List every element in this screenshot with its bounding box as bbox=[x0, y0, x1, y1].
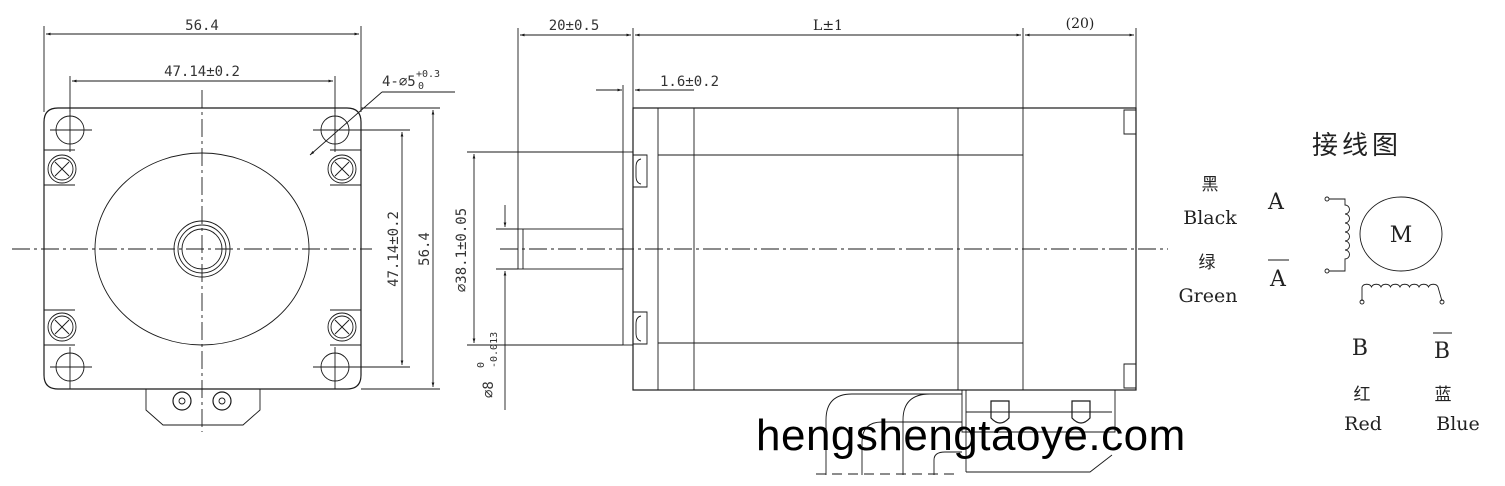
svg-text:-0.013: -0.013 bbox=[489, 332, 500, 368]
dim-rear-length: (20) bbox=[1066, 16, 1095, 32]
phase-a-bar-label: A bbox=[1269, 267, 1287, 292]
phase-a-label: A bbox=[1267, 190, 1285, 215]
dim-overall-width: 56.4 bbox=[185, 18, 219, 34]
wire-label-blue: Blue bbox=[1436, 413, 1480, 435]
wire-label-black-cn: 黑 bbox=[1202, 175, 1219, 195]
dim-shaft-diameter: ⌀8 bbox=[481, 381, 497, 398]
wiring-diagram: 接线图 黑 Black 绿 Green A A M B B 红 Red 蓝 Bl… bbox=[1179, 131, 1480, 435]
dim-flange-thickness: 1.6±0.2 bbox=[660, 74, 719, 90]
wire-label-green-cn: 绿 bbox=[1199, 253, 1216, 273]
coil-a-icon bbox=[1324, 196, 1350, 274]
phase-b-bar-label: B bbox=[1434, 339, 1450, 364]
mount-hole-icon bbox=[50, 110, 380, 389]
motor-icon bbox=[1359, 196, 1443, 272]
svg-text:0: 0 bbox=[476, 362, 487, 368]
side-view: 20±0.5 L±1 (20) 1.6±0.2 ⌀38.1±0.05 bbox=[454, 16, 1168, 475]
svg-text:+0.3: +0.3 bbox=[416, 69, 440, 80]
motor-label: M bbox=[1390, 223, 1413, 248]
wire-label-black: Black bbox=[1183, 207, 1237, 229]
dim-hole-spacing-v: 47.14±0.2 bbox=[386, 211, 402, 287]
watermark: hengshengtaoye.com bbox=[756, 411, 1186, 460]
front-view: 56.4 47.14±0.2 4-⌀5 +0.3 0 bbox=[12, 18, 455, 432]
wiring-title: 接线图 bbox=[1312, 131, 1402, 161]
wire-label-red: Red bbox=[1344, 413, 1382, 435]
coil-b-icon bbox=[1359, 283, 1445, 305]
dim-hole-spacing-h: 47.14±0.2 bbox=[164, 64, 240, 80]
dim-shaft-length: 20±0.5 bbox=[549, 18, 600, 34]
dim-hole-callout: 4-⌀5 bbox=[382, 74, 416, 90]
dim-overall-height: 56.4 bbox=[417, 232, 433, 266]
svg-text:0: 0 bbox=[418, 81, 424, 92]
phase-b-label: B bbox=[1352, 336, 1368, 361]
dim-body-length: L±1 bbox=[813, 18, 843, 34]
screw-icon bbox=[47, 154, 357, 342]
wire-label-blue-cn: 蓝 bbox=[1435, 385, 1452, 405]
connector-screw-icon bbox=[172, 391, 232, 411]
wire-label-green: Green bbox=[1179, 285, 1238, 307]
dim-pilot-diameter: ⌀38.1±0.05 bbox=[454, 208, 470, 292]
wire-label-red-cn: 红 bbox=[1354, 385, 1371, 405]
